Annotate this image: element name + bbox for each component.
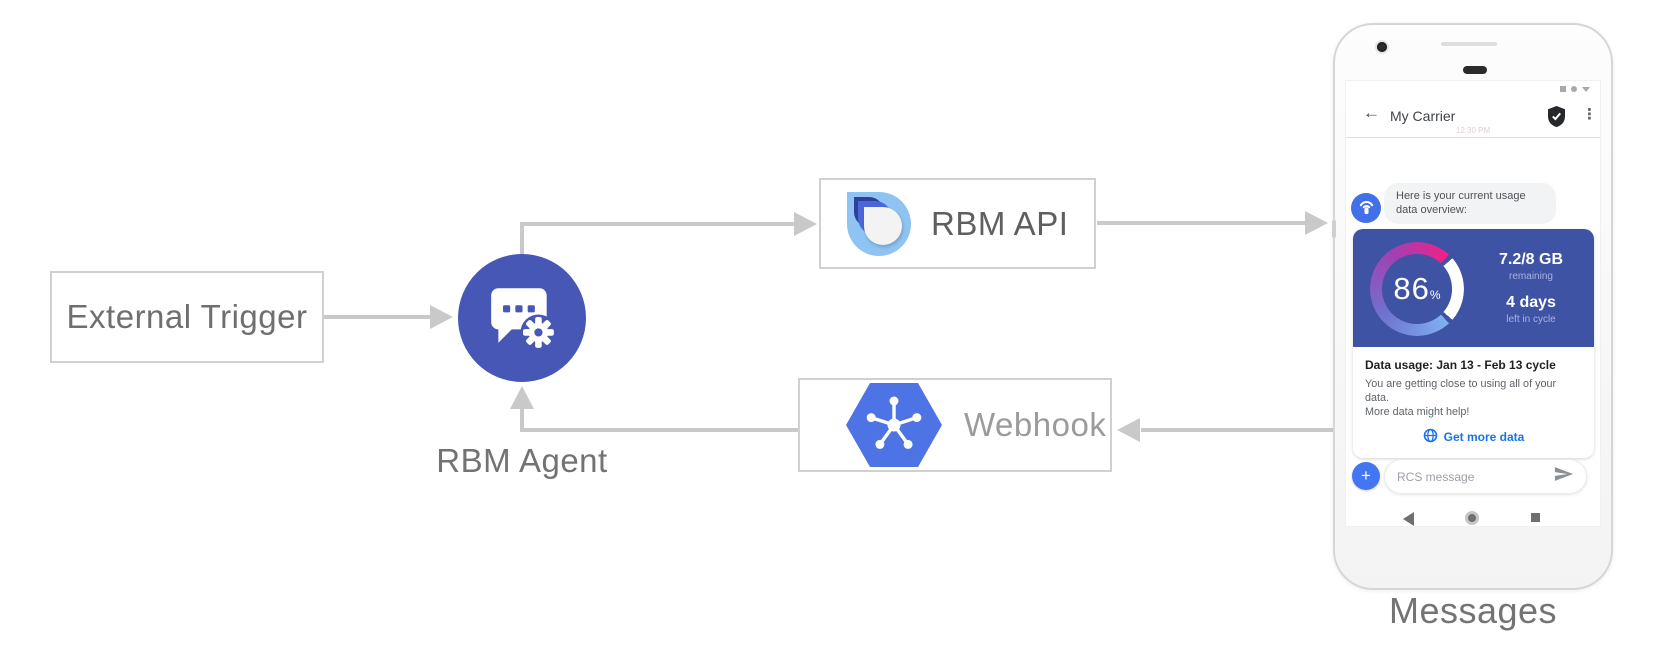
rbm-api-node: RBM API [819,178,1096,269]
external-trigger-label: External Trigger [66,298,308,335]
top-speaker-slit [1441,42,1497,46]
rbm-api-logo-icon [847,191,911,256]
connector-api-to-phone [1097,221,1307,225]
usage-percent: 86% [1393,271,1441,306]
nav-home-icon[interactable] [1465,511,1479,525]
back-arrow-icon[interactable]: ← [1363,103,1380,122]
connector-agent-to-api [520,224,524,254]
status-square-icon [1560,86,1566,92]
get-more-data-button[interactable]: Get more data [1365,428,1582,446]
earpiece-icon [1463,66,1487,74]
usage-stats: 7.2/8 GB remaining 4 days left in cycle [1475,229,1587,347]
status-bar [1560,86,1590,92]
add-attachment-button[interactable]: + [1352,462,1380,490]
side-button [1332,220,1336,238]
rcs-message-input[interactable]: RCS message [1384,459,1587,494]
header-divider [1346,137,1600,138]
webhook-label: Webhook [964,406,1107,443]
usage-rich-card: 86% 7.2/8 GB remaining 4 days left in cy… [1353,229,1594,458]
conversation-title: My Carrier [1390,108,1456,124]
android-nav-bar [1346,509,1600,526]
usage-donut-gauge [1370,242,1464,336]
usage-details-panel: Data usage: Jan 13 - Feb 13 cycle You ar… [1353,347,1594,458]
arrowhead-up-icon [510,386,534,409]
days-left-caption: left in cycle [1506,314,1556,325]
front-camera-icon [1377,42,1387,52]
antenna-signal-icon [1357,196,1376,220]
messages-app-screen: ← My Carrier ⋮ 12:30 PM [1345,80,1601,527]
days-left-value: 4 days [1506,294,1556,311]
nav-back-icon[interactable] [1403,512,1414,526]
input-placeholder: RCS message [1397,469,1475,484]
usage-card-title: Data usage: Jan 13 - Feb 13 cycle [1365,358,1556,372]
quota-caption: remaining [1509,271,1553,282]
overflow-menu-icon[interactable]: ⋮ [1582,106,1597,123]
status-circle-icon [1571,86,1577,92]
arrowhead-right-icon [794,212,817,236]
chat-bubble-gear-icon [485,279,559,358]
quota-value: 7.2/8 GB [1498,251,1564,268]
connector-webhook-to-agent [520,428,798,432]
messages-caption: Messages [1388,590,1558,631]
send-icon[interactable] [1554,465,1574,488]
webhook-node: Webhook [798,378,1112,472]
webhook-hexagon-icon [846,383,942,467]
usage-gauge-panel: 86% 7.2/8 GB remaining 4 days left in cy… [1353,229,1594,347]
arrowhead-left-icon [1117,418,1140,442]
globe-icon [1423,428,1438,446]
message-timestamp: 12:30 PM [1455,126,1491,135]
agent-avatar [1351,193,1381,223]
connector-trigger-to-agent [324,315,432,319]
rbm-agent-label: RBM Agent [436,442,608,479]
nav-recents-icon[interactable] [1531,513,1540,522]
verified-shield-icon [1547,106,1566,132]
arrowhead-right-icon [1305,211,1328,235]
connector-phone-to-webhook [1141,428,1337,432]
agent-message-bubble: Here is your current usage data overview… [1384,183,1556,224]
phone-mockup: ← My Carrier ⋮ 12:30 PM [1332,23,1613,590]
arrowhead-right-icon [430,305,453,329]
external-trigger-node: External Trigger [50,271,324,363]
rbm-api-label: RBM API [931,204,1069,242]
connector-agent-to-api [520,222,796,226]
connector-webhook-to-agent [520,407,524,432]
rbm-agent-node [458,254,586,382]
status-triangle-icon [1582,86,1590,92]
usage-card-body: You are getting close to using all of yo… [1365,378,1557,418]
